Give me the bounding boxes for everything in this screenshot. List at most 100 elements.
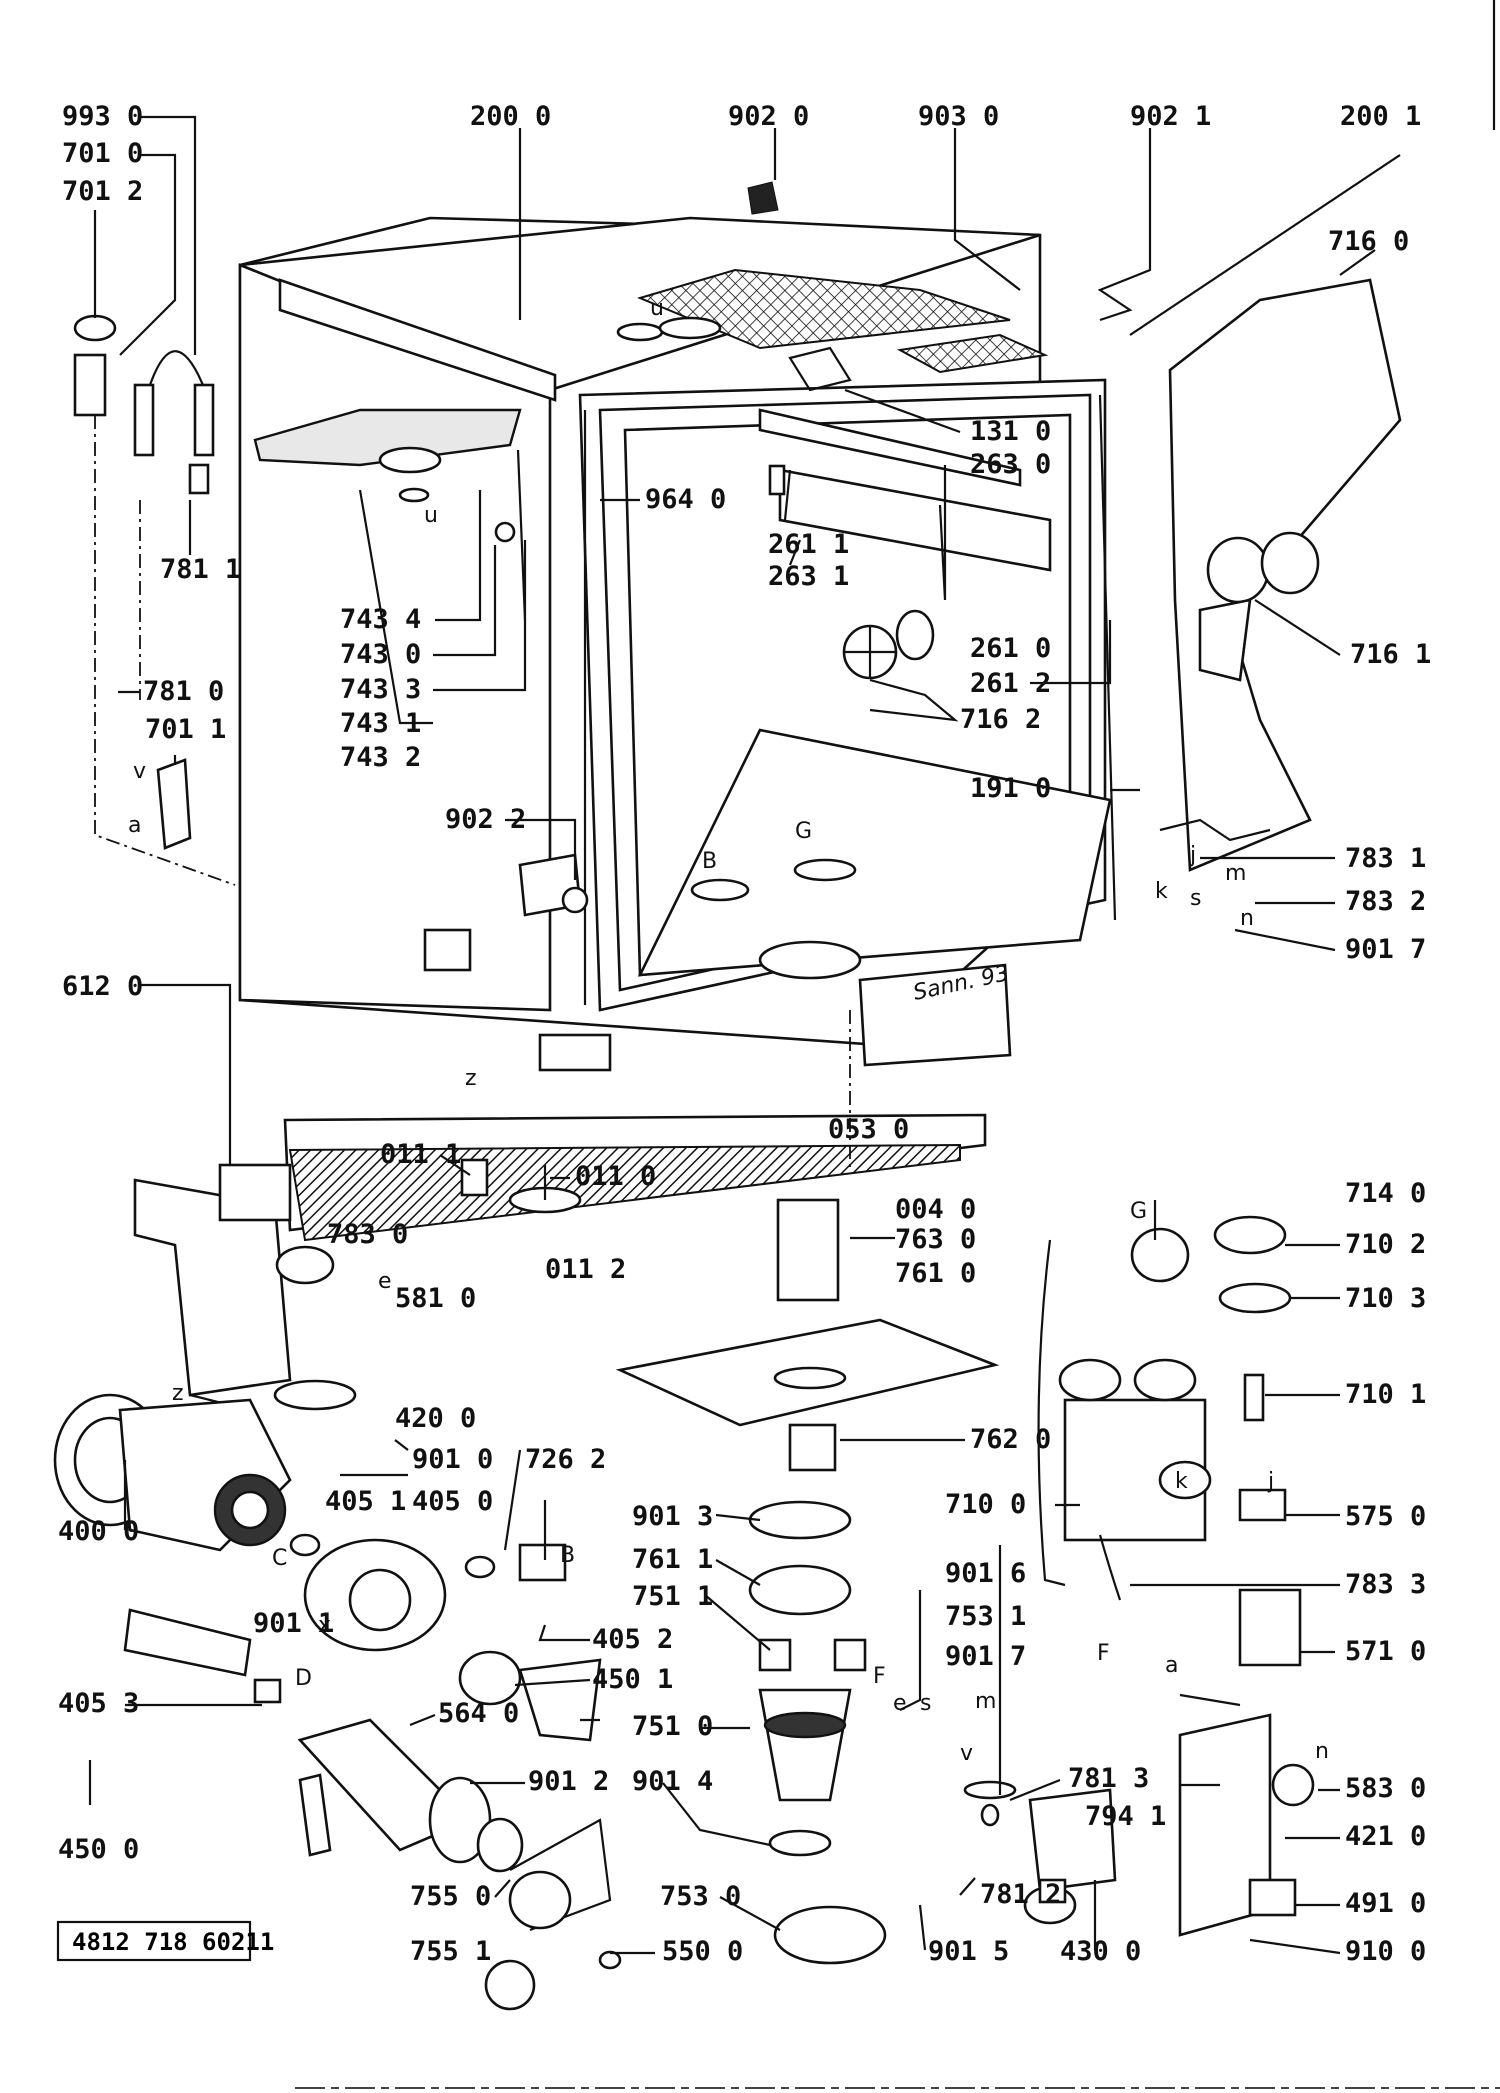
callout-901-1: 901 1: [253, 1608, 334, 1639]
callout-405-1: 405 1: [325, 1486, 406, 1517]
callout-430-0: 430 0: [1060, 1936, 1141, 1967]
callout-901-6: 901 6: [945, 1558, 1026, 1589]
callout-564-0: 564 0: [438, 1698, 519, 1729]
callout-263-1: 263 1: [768, 561, 849, 592]
callout-781-0: 781 0: [143, 676, 224, 707]
callout-743-1: 743 1: [340, 708, 421, 739]
letter-C-motor: C: [272, 1546, 287, 1571]
callout-405-0: 405 0: [412, 1486, 493, 1517]
callout-701-2: 701 2: [62, 176, 143, 207]
callout-743-4: 743 4: [340, 604, 421, 635]
callout-405-3: 405 3: [58, 1688, 139, 1719]
callout-261-0: 261 0: [970, 633, 1051, 664]
document-number: 4812 718 60211: [72, 1928, 274, 1956]
letter-z-bracket: z: [172, 1381, 184, 1406]
callout-783-3: 783 3: [1345, 1569, 1426, 1600]
callout-910-0: 910 0: [1345, 1936, 1426, 1967]
letter-k-container: k: [1175, 1469, 1188, 1494]
letter-z-cabinet: z: [465, 1066, 477, 1091]
callout-004-0: 004 0: [895, 1194, 976, 1225]
callout-901-4: 901 4: [632, 1766, 713, 1797]
callout-762-0: 762 0: [970, 1424, 1051, 1455]
valve-assembly: [963, 1588, 1315, 1937]
callout-200-1: 200 1: [1340, 101, 1421, 132]
callout-743-3: 743 3: [340, 674, 421, 705]
callout-200-0: 200 0: [470, 101, 551, 132]
callout-794-1: 794 1: [1085, 1801, 1166, 1832]
callout-743-2: 743 2: [340, 742, 421, 773]
callout-716-0: 716 0: [1328, 226, 1409, 257]
letter-e-switch: e: [378, 1269, 392, 1294]
inlet-hose-assembly: [73, 314, 215, 850]
pump-motor-400: [53, 1393, 602, 1742]
letter-s-panel: s: [1190, 886, 1201, 911]
callout-761-1: 761 1: [632, 1544, 713, 1575]
document-number-box: 4812 718 60211: [56, 1920, 274, 1962]
callout-716-1: 716 1: [1350, 639, 1431, 670]
callout-710-3: 710 3: [1345, 1283, 1426, 1314]
callout-710-0: 710 0: [945, 1489, 1026, 1520]
letter-k-panel: k: [1155, 879, 1168, 904]
callout-421-0: 421 0: [1345, 1821, 1426, 1852]
callout-753-0: 753 0: [660, 1881, 741, 1912]
callout-011-1: 011 1: [380, 1139, 461, 1170]
letter-n-valve: n: [1315, 1739, 1329, 1764]
callout-901-7-bottom: 901 7: [945, 1641, 1026, 1672]
callout-902-2: 902 2: [445, 804, 526, 835]
callout-726-2: 726 2: [525, 1444, 606, 1475]
callout-755-0: 755 0: [410, 1881, 491, 1912]
callout-751-1: 751 1: [632, 1581, 713, 1612]
letter-m-sensor: m: [975, 1689, 996, 1714]
callout-716-2: 716 2: [960, 704, 1041, 735]
letter-v-sensor: v: [960, 1741, 973, 1766]
letter-m-panel: m: [1225, 861, 1246, 886]
callout-571-0: 571 0: [1345, 1636, 1426, 1667]
letter-F-hose: F: [1097, 1641, 1110, 1666]
callout-783-2: 783 2: [1345, 886, 1426, 917]
callout-964-0: 964 0: [645, 484, 726, 515]
callout-901-0: 901 0: [412, 1444, 493, 1475]
callout-755-1: 755 1: [410, 1936, 491, 1967]
callout-450-1: 450 1: [592, 1664, 673, 1695]
callout-714-0: 714 0: [1345, 1178, 1426, 1209]
callout-263-0: 263 0: [970, 449, 1051, 480]
callout-743-0: 743 0: [340, 639, 421, 670]
letter-j-container: j: [1267, 1469, 1274, 1494]
connection-letters: u u v a B G j k s m n z G e z k j C B x …: [128, 296, 1329, 1766]
cabinet-assembly: [238, 181, 1117, 1242]
callout-903-0: 903 0: [918, 101, 999, 132]
letter-a-hose: a: [128, 813, 141, 838]
salt-container-710: [1058, 1215, 1292, 1601]
callout-701-0: 701 0: [62, 138, 143, 169]
callout-781-1: 781 1: [160, 554, 241, 585]
callout-583-0: 583 0: [1345, 1773, 1426, 1804]
callout-901-7-top: 901 7: [1345, 934, 1426, 965]
door-panel-716: [1159, 278, 1402, 872]
heater-assembly-450: [297, 1718, 622, 2011]
letter-j-panel: j: [1189, 843, 1196, 868]
callout-053-0: 053 0: [828, 1114, 909, 1145]
control-bracket-612: [133, 1163, 357, 1412]
callout-575-0: 575 0: [1345, 1501, 1426, 1532]
callout-450-0: 450 0: [58, 1834, 139, 1865]
callout-901-3: 901 3: [632, 1501, 713, 1532]
letter-v-hose: v: [133, 759, 146, 784]
callout-261-1: 261 1: [768, 529, 849, 560]
callout-701-1: 701 1: [145, 714, 226, 745]
callout-783-0: 783 0: [327, 1219, 408, 1250]
callout-901-2: 901 2: [528, 1766, 609, 1797]
letter-x-motor: x: [318, 1613, 331, 1638]
callout-405-2: 405 2: [592, 1624, 673, 1655]
letter-F-sump: F: [873, 1664, 886, 1689]
letter-n-panel: n: [1240, 906, 1254, 931]
callout-261-2: 261 2: [970, 668, 1051, 699]
callout-011-2: 011 2: [545, 1254, 626, 1285]
callout-710-1: 710 1: [1345, 1379, 1426, 1410]
callout-420-0: 420 0: [395, 1403, 476, 1434]
callout-902-1: 902 1: [1130, 101, 1211, 132]
letter-B-pipe: B: [560, 1543, 575, 1568]
sump-assembly-751: [615, 1198, 1000, 1965]
letter-u-clip: u: [424, 503, 438, 528]
callout-902-0: 902 0: [728, 101, 809, 132]
letter-G-sump: G: [795, 819, 812, 844]
